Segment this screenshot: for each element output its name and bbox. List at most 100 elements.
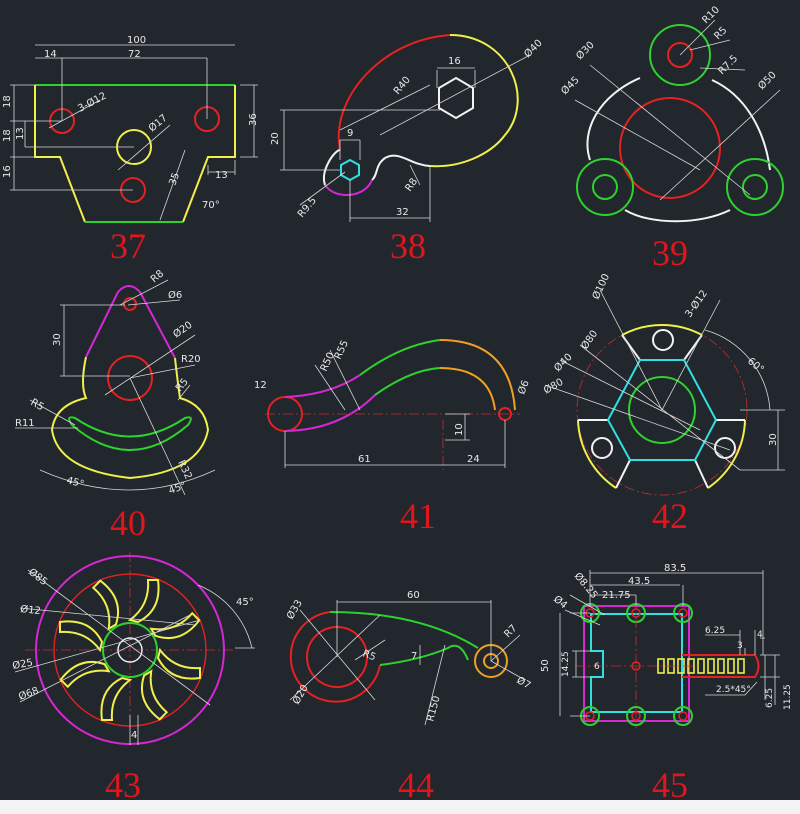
- dimension-lines: [284, 349, 506, 468]
- dim-text: R5: [361, 648, 377, 663]
- dim-text: 3: [737, 641, 743, 651]
- dim-text: 11.25: [783, 684, 793, 710]
- dim-text: 18: [2, 95, 13, 108]
- pin: [697, 658, 705, 674]
- dim-text: R40: [392, 75, 413, 97]
- dim-text: R5: [29, 397, 46, 413]
- dim-text: 32: [396, 207, 409, 218]
- dim-text: R150: [425, 695, 442, 723]
- dim-text: Ø20: [290, 683, 311, 707]
- blade: [140, 669, 169, 721]
- pin: [727, 658, 735, 674]
- drawing-37: 100 14 72 18 18 13 16 3-Ø12 Ø17 36 35 13…: [2, 35, 259, 266]
- center-lines: [265, 413, 520, 470]
- dim-text: 6.25: [705, 626, 725, 636]
- drawing-number: 45: [652, 765, 688, 805]
- dim-text: Ø4: [551, 593, 570, 611]
- drawing-number: 40: [110, 503, 146, 543]
- dim-text: 50: [540, 659, 551, 672]
- dim-text: 45°: [236, 597, 254, 608]
- pin: [717, 658, 725, 674]
- dim-text: Ø40: [522, 37, 545, 60]
- arc-slot: [68, 416, 192, 451]
- dim-text: Ø25: [11, 657, 33, 672]
- dim-text: Ø12: [20, 603, 42, 617]
- dim-text: R9.5: [296, 195, 319, 220]
- left-hole: [592, 174, 618, 200]
- hole: [678, 711, 688, 721]
- dim-text: 4: [131, 730, 137, 741]
- center-hole: [117, 637, 143, 663]
- inner-profile: [606, 359, 718, 461]
- dim-text: Ø33: [284, 598, 305, 622]
- small-hexagon: [340, 158, 360, 182]
- blade: [100, 676, 133, 721]
- dim-text: 30: [52, 333, 63, 346]
- dim-text: Ø100: [590, 272, 612, 302]
- connector-slot: [682, 654, 760, 678]
- arm-orange: [439, 339, 516, 411]
- hub-circle: [102, 622, 158, 678]
- arc-left: [323, 149, 341, 186]
- dim-text: 4: [757, 630, 763, 640]
- dim-text: R50: [319, 351, 337, 373]
- hole: [678, 608, 688, 618]
- dim-text: 6: [594, 662, 600, 672]
- dimension-lines: [10, 44, 258, 221]
- top-lobe: [649, 24, 711, 86]
- arc-r40: [337, 34, 451, 151]
- dim-text: 14.25: [561, 651, 571, 677]
- slot-edges: [578, 334, 745, 489]
- arm: [329, 611, 479, 666]
- dim-text: 60: [407, 590, 420, 601]
- drawing-41: 12 R55 R50 Ø6 10 61 24 41: [254, 339, 532, 536]
- dim-text: Ø45: [559, 74, 582, 97]
- blade: [59, 660, 111, 689]
- drawing-45: 83.5 43.5 21.75 Ø8.25 Ø4 50 14.25 6 6.25…: [540, 563, 793, 805]
- dim-text: 2.5*45°: [716, 685, 751, 695]
- blade: [59, 620, 104, 653]
- dim-text: 16: [2, 165, 13, 178]
- drawing-43: Ø85 Ø12 Ø25 Ø68 45° 4 43: [11, 552, 255, 805]
- outer-arcs: [577, 324, 746, 489]
- dimension-lines: [289, 600, 526, 726]
- dim-text: Ø80: [579, 328, 601, 352]
- dim-text: 13: [15, 127, 26, 140]
- dimension-lines: [559, 570, 780, 717]
- hole: [652, 329, 674, 351]
- drawing-38: 16 Ø40 R40 20 9 R9.5 R8 32 38: [270, 34, 545, 266]
- drawing-number: 39: [652, 233, 688, 273]
- dim-text: 70°: [202, 200, 220, 211]
- outer-plate: [583, 605, 690, 722]
- dim-text: Ø7: [515, 674, 533, 692]
- drawing-number: 37: [110, 226, 146, 266]
- blade: [156, 647, 201, 680]
- dim-text: R5: [174, 377, 191, 394]
- dim-text: 12: [254, 380, 267, 391]
- blade: [91, 579, 120, 631]
- right-lobe: [726, 158, 784, 216]
- arm-magenta: [284, 374, 376, 432]
- center-lines: [25, 552, 235, 745]
- dim-text: R5: [712, 25, 729, 42]
- center-circle: [628, 376, 696, 444]
- drawing-number: 43: [105, 765, 141, 805]
- pin: [657, 658, 665, 674]
- arm-green: [359, 339, 441, 396]
- dim-text: R20: [181, 354, 201, 365]
- dim-text: 3-Ø12: [683, 288, 710, 320]
- arc-r8: [371, 154, 431, 181]
- drawing-number: 42: [652, 496, 688, 536]
- dim-text: Ø17: [146, 112, 170, 134]
- drawing-40: R8 Ø6 30 Ø20 R20 R5 R5 R11 45° 45° R32 4…: [15, 268, 216, 543]
- drawing-39: R10 R5 R7.5 Ø30 Ø45 Ø50 39: [559, 4, 784, 273]
- dim-text: R8: [403, 177, 420, 194]
- dimension-lines: [14, 569, 255, 745]
- blades: [59, 579, 201, 721]
- arc-r40-yellow: [429, 34, 519, 168]
- dim-text: 20: [270, 132, 281, 145]
- drawing-42: Ø100 3-Ø12 Ø80 Ø40 Ø80 60° 30 42: [542, 272, 785, 536]
- dim-text: Ø80: [542, 376, 566, 397]
